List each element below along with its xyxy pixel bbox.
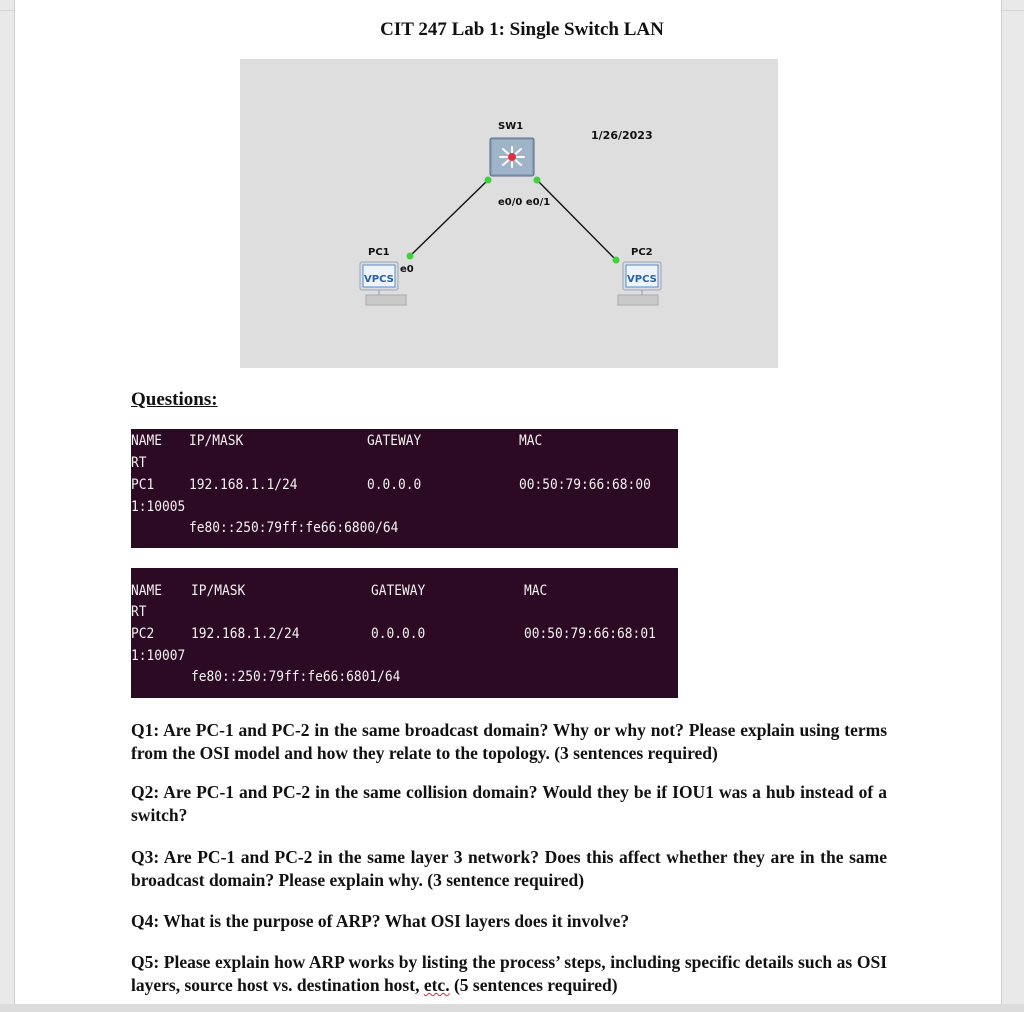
link-status-dot (484, 176, 492, 184)
pc2-computer-icon (617, 261, 662, 306)
term1-gateway: 0.0.0.0 (367, 477, 422, 493)
switch-sw1-icon (489, 137, 535, 177)
term2-port: 1:10007 (131, 648, 186, 664)
terminal-output-pc2: NAME IP/MASK GATEWAY MAC RT PC2 192.168.… (131, 568, 678, 698)
term2-pc-name: PC2 (131, 626, 155, 642)
question-5-text: Q5: Please explain how ARP works by list… (131, 952, 887, 995)
term2-gateway: 0.0.0.0 (371, 626, 426, 642)
question-5-etc: etc. (423, 975, 450, 995)
document-title: CIT 247 Lab 1: Single Switch LAN (380, 19, 664, 40)
term2-col-mac: MAC (524, 583, 548, 599)
term1-col-mac: MAC (519, 433, 543, 449)
link-status-dot (406, 252, 414, 260)
pc1-computer-icon (359, 261, 407, 306)
diagram-date: 1/26/2023 (591, 129, 653, 142)
questions-heading: Questions: (131, 389, 218, 410)
link-sw1-pc1 (409, 179, 489, 257)
pc1-label: PC1 (368, 247, 390, 258)
term1-rt: RT (131, 455, 147, 471)
term1-ipv6: fe80::250:79ff:fe66:6800/64 (189, 520, 399, 536)
term1-col-name: NAME (131, 433, 163, 449)
link-status-dot (533, 176, 541, 184)
term1-col-ipmask: IP/MASK (189, 433, 244, 449)
term1-port: 1:10005 (131, 499, 186, 515)
term2-ip: 192.168.1.2/24 (191, 626, 300, 642)
question-5-tail: (5 sentences required) (449, 975, 618, 995)
term2-col-ipmask: IP/MASK (191, 583, 246, 599)
terminal-output-pc1: NAME IP/MASK GATEWAY MAC RT PC1 192.168.… (131, 429, 678, 548)
document-page: CIT 247 Lab 1: Single Switch LAN (14, 0, 1002, 1012)
question-5: Q5: Please explain how ARP works by list… (131, 951, 887, 997)
pc2-badge: VPCS (627, 274, 657, 285)
link-status-dot (612, 256, 620, 264)
switch-ports-label: e0/0 e0/1 (498, 197, 550, 208)
question-4: Q4: What is the purpose of ARP? What OSI… (131, 911, 630, 931)
term2-ipv6: fe80::250:79ff:fe66:6801/64 (191, 669, 401, 685)
pc2-label: PC2 (631, 247, 653, 258)
question-1: Q1: Are PC-1 and PC-2 in the same broadc… (131, 720, 887, 763)
question-3: Q3: Are PC-1 and PC-2 in the same layer … (131, 847, 887, 890)
pc1-badge: VPCS (364, 274, 394, 285)
switch-label: SW1 (498, 121, 523, 132)
term2-rt: RT (131, 604, 147, 620)
term2-col-name: NAME (131, 583, 163, 599)
question-2: Q2: Are PC-1 and PC-2 in the same collis… (131, 782, 887, 825)
term2-mac: 00:50:79:66:68:01 (524, 626, 656, 642)
term1-mac: 00:50:79:66:68:00 (519, 477, 651, 493)
network-topology-diagram: SW1 1/26/2023 e0/0 e0/1 PC1 e0 VPCS PC2 … (240, 59, 778, 368)
term1-pc-name: PC1 (131, 477, 155, 493)
term1-col-gateway: GATEWAY (367, 433, 422, 449)
window-bottom-scrollbar[interactable] (0, 1004, 1024, 1012)
pc1-port-label: e0 (400, 264, 414, 275)
topology-canvas: SW1 1/26/2023 e0/0 e0/1 PC1 e0 VPCS PC2 … (359, 121, 662, 306)
link-sw1-pc2 (536, 179, 617, 261)
term2-col-gateway: GATEWAY (371, 583, 426, 599)
term1-ip: 192.168.1.1/24 (189, 477, 298, 493)
